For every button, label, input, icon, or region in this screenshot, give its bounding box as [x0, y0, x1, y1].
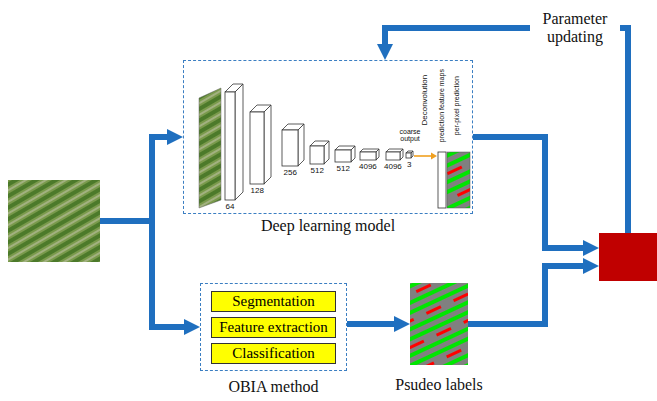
flow-arrow: [468, 266, 587, 324]
channel-number: 512: [311, 167, 324, 175]
deconv-arrow: [414, 155, 431, 157]
pseudo-label-map: [410, 283, 468, 365]
label-image: Psudeo labels: [410, 283, 468, 365]
layer-note: coarse output: [393, 128, 427, 143]
feature-map-slab: [438, 152, 446, 208]
flow-arrow: [100, 137, 171, 221]
step-box: Classification: [211, 343, 336, 364]
prediction-image: [447, 152, 470, 208]
channel-number: 128: [251, 187, 264, 195]
method-frame: OBIA methodSegmentationFeature extractio…: [200, 283, 347, 371]
node-caption: Deep learning model: [261, 217, 395, 235]
node-caption: OBIA method: [228, 378, 318, 396]
model-frame: Deep learning model: [183, 60, 473, 214]
rotated-label: per-pixel prediction: [452, 76, 459, 135]
channel-number: 3: [407, 161, 411, 169]
flow-arrow: [385, 28, 628, 233]
step-box: Segmentation: [211, 291, 336, 312]
flow-arrow: [473, 137, 587, 248]
input-strip: [199, 88, 221, 208]
channel-number: 64: [226, 203, 235, 211]
step-text: Feature extraction: [219, 318, 328, 336]
flow-arrow: [100, 221, 188, 327]
input-image: [8, 180, 100, 262]
image-fill: [8, 180, 100, 262]
step-text: Segmentation: [232, 292, 315, 310]
edge-label: Parameter updating: [530, 10, 620, 47]
loss-box: [599, 233, 657, 281]
node-caption: Psudeo labels: [395, 376, 483, 394]
channel-number: 256: [284, 169, 297, 177]
flow-arrow: [347, 321, 398, 327]
rotated-label: prediction feature maps: [437, 69, 444, 142]
channel-number: 4096: [359, 163, 377, 171]
image-fill: [410, 283, 468, 365]
deconv-arrowhead: [431, 153, 437, 160]
conv-blocks: [225, 84, 413, 200]
step-box: Feature extraction: [211, 317, 336, 338]
rotated-label: Deconvolution: [421, 75, 429, 126]
aerial-photo: [8, 180, 100, 262]
channel-number: 4096: [384, 163, 402, 171]
step-text: Classification: [232, 344, 315, 362]
channel-number: 512: [337, 165, 350, 173]
